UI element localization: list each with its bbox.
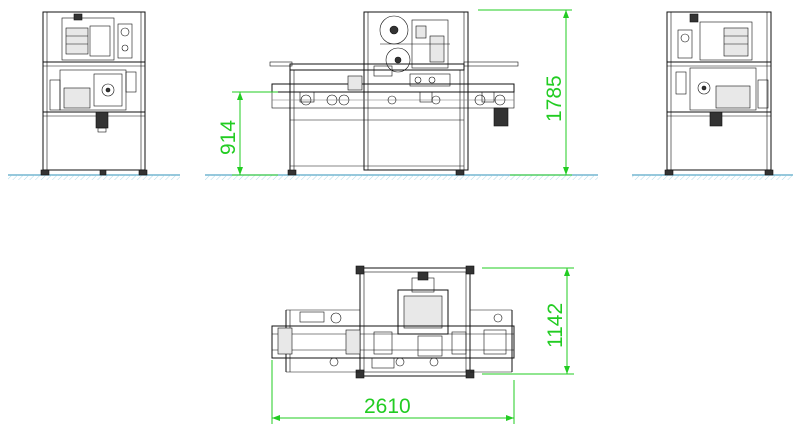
front-view bbox=[269, 11, 519, 176]
dim-1142 bbox=[482, 267, 574, 375]
floor-left bbox=[8, 174, 180, 180]
right-end-view bbox=[664, 11, 774, 176]
dim-2610 bbox=[271, 360, 515, 424]
floor-center bbox=[205, 174, 598, 180]
dim-2610-label: 2610 bbox=[364, 395, 411, 418]
left-end-view bbox=[40, 11, 148, 176]
dim-914 bbox=[232, 91, 278, 176]
floor-right bbox=[632, 174, 793, 180]
dim-1142-label: 1142 bbox=[544, 303, 567, 348]
dim-914-label: 914 bbox=[217, 120, 240, 155]
dim-1785-label: 1785 bbox=[543, 75, 566, 122]
dim-1785 bbox=[478, 9, 572, 176]
top-view bbox=[271, 265, 515, 379]
